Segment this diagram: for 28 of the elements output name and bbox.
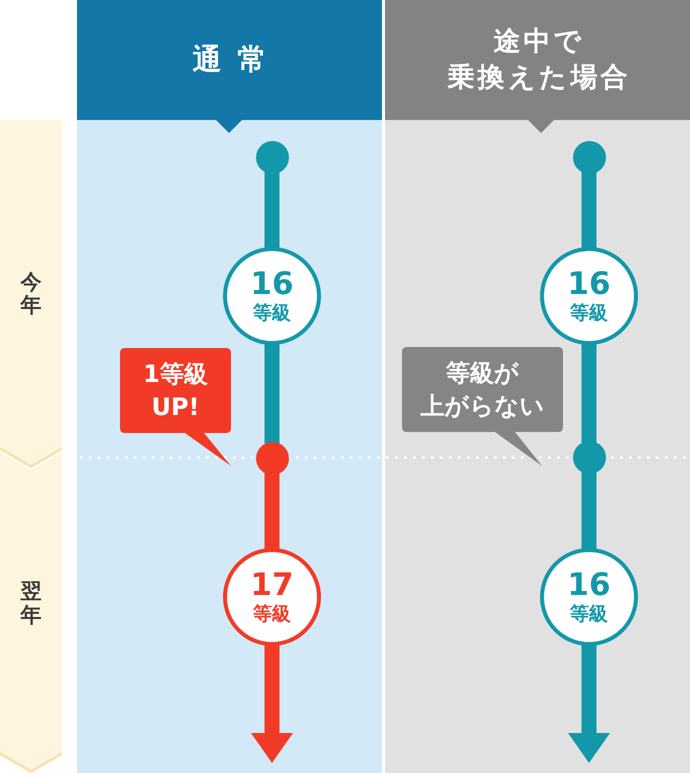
callout-text: 1等級 UP! xyxy=(143,358,208,422)
connector-line xyxy=(582,472,596,550)
grade-number: 16 xyxy=(567,268,611,300)
connector-line xyxy=(582,172,596,249)
column-heading: 途中で乗換えた場合 xyxy=(446,25,631,95)
grade-number: 16 xyxy=(250,268,294,300)
grade-number: 17 xyxy=(250,570,294,601)
column-panel xyxy=(77,0,382,773)
grade-number: 16 xyxy=(567,570,611,601)
year-label: 翌年 xyxy=(20,580,42,627)
grade-unit: 等級 xyxy=(570,604,608,624)
grade-unit: 等級 xyxy=(253,604,291,624)
connector-line xyxy=(582,343,596,442)
speech-bubble xyxy=(402,347,564,466)
arrow xyxy=(251,644,293,763)
speech-bubble xyxy=(120,348,232,466)
grade-unit: 等級 xyxy=(570,302,608,324)
year-band xyxy=(0,120,62,468)
column-panel xyxy=(385,0,690,773)
grade-unit: 等級 xyxy=(253,302,291,324)
column-heading: 通常 xyxy=(192,41,282,78)
arrow xyxy=(568,644,610,763)
connector-line xyxy=(264,472,280,550)
year-label: 今年 xyxy=(20,270,42,318)
callout-text: 等級が上がらない xyxy=(420,358,544,422)
connector-line xyxy=(264,172,280,249)
connector-line xyxy=(264,343,280,444)
year-band xyxy=(0,452,62,773)
